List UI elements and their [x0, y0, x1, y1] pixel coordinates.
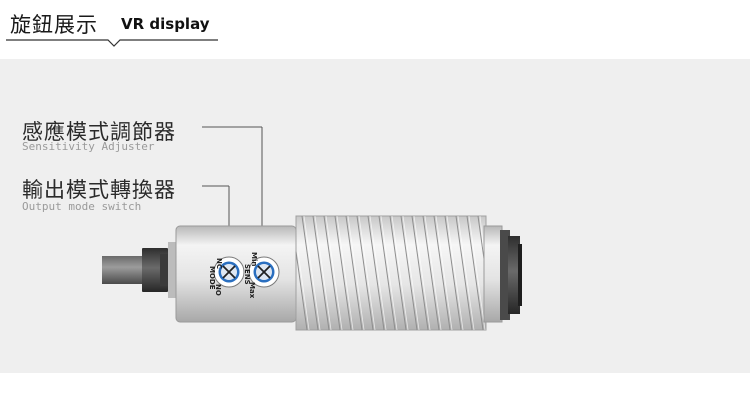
thread-highlight	[336, 215, 354, 331]
sensing-face	[518, 244, 522, 306]
collar	[168, 242, 176, 298]
thread-groove	[455, 215, 473, 331]
thread-highlight	[369, 215, 387, 331]
front-cap	[508, 236, 520, 314]
thread-groove	[312, 215, 330, 331]
thread-highlight	[325, 215, 343, 331]
thread-groove	[378, 215, 396, 331]
dial-sens-label-right: Max	[248, 282, 256, 299]
cable	[102, 256, 146, 284]
thread-groove	[444, 215, 462, 331]
thread-groove	[466, 215, 484, 331]
thread-groove	[422, 215, 440, 331]
dial-mode[interactable]: NC MODE NO	[208, 256, 245, 296]
dial-mode-label-left: NC	[215, 258, 223, 269]
header-title-zh: 旋鈕展示	[10, 13, 98, 37]
thread-groove	[334, 215, 352, 331]
thread-highlight	[380, 215, 398, 331]
gland-nut-face	[160, 254, 170, 286]
threaded-barrel	[295, 215, 487, 331]
dial-sens[interactable]: Min SENS Max	[243, 252, 280, 299]
thread-highlight	[457, 215, 475, 331]
thread-highlight	[413, 215, 431, 331]
thread-highlight	[297, 251, 310, 331]
thread-groove	[433, 215, 451, 331]
thread-groove	[295, 251, 308, 331]
thread-highlight	[424, 215, 442, 331]
thread-highlight	[402, 215, 420, 331]
thread-highlight	[391, 215, 409, 331]
thread-highlight	[358, 215, 376, 331]
thread-highlight	[314, 215, 332, 331]
label-sensitivity-zh: 感應模式調節器	[22, 120, 176, 144]
front-cap-ring	[500, 230, 510, 320]
thread-groove	[411, 215, 429, 331]
thread-groove	[301, 215, 319, 331]
thread-grooves	[295, 215, 487, 331]
dial-mode-slot	[222, 265, 236, 279]
dial-sens-slot	[257, 265, 271, 279]
thread-groove	[400, 215, 418, 331]
thread-groove	[367, 215, 385, 331]
dial-sens-label-mid: SENS	[243, 264, 251, 285]
thread-highlight	[446, 215, 464, 331]
label-sensitivity-en: Sensitivity Adjuster	[22, 140, 155, 153]
thread-groove	[389, 215, 407, 331]
header-title-en: VR display	[121, 15, 210, 33]
thread-groove	[345, 215, 363, 331]
dial-mode-label-right: NO	[214, 284, 222, 296]
thread-highlight	[347, 215, 365, 331]
label-output-mode-zh: 輸出模式轉換器	[22, 178, 176, 202]
thread-highlight	[435, 215, 453, 331]
dial-sens-label-left: Min	[250, 252, 258, 266]
thread-highlight	[468, 215, 486, 331]
header-underline	[6, 39, 218, 47]
dial-mode-label-mid: MODE	[208, 266, 216, 290]
thread-groove	[356, 215, 374, 331]
thread-highlight	[303, 215, 321, 331]
label-output-mode-en: Output mode switch	[22, 200, 142, 213]
lock-nut	[483, 225, 503, 323]
thread-groove	[323, 215, 341, 331]
